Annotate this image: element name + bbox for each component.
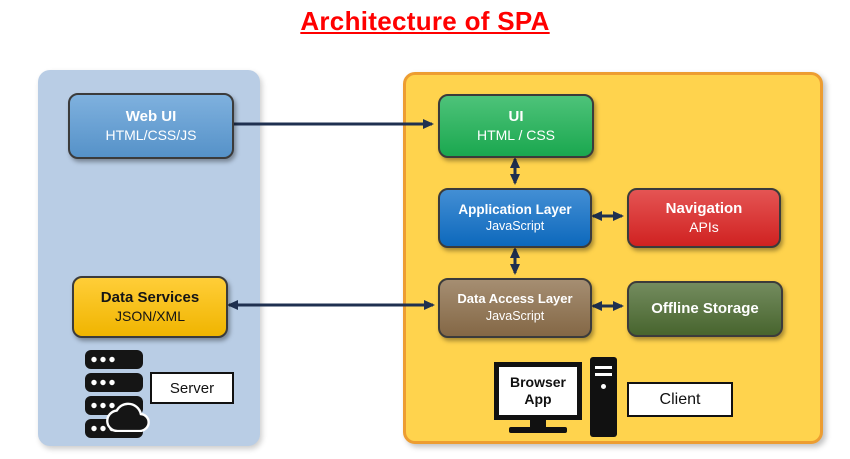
tower-power-dot <box>601 384 606 389</box>
application-layer-subtitle: JavaScript <box>485 219 545 234</box>
offline-storage-node: Offline Storage <box>627 281 783 337</box>
monitor-stand <box>530 420 546 427</box>
application-layer-title: Application Layer <box>458 201 572 217</box>
client-label: Client <box>627 382 733 417</box>
tower-slot <box>595 366 612 369</box>
ui-node: UI HTML / CSS <box>438 94 594 158</box>
ui-subtitle: HTML / CSS <box>476 127 556 144</box>
data-services-title: Data Services <box>100 289 200 307</box>
page-title: Architecture of SPA <box>300 6 550 36</box>
server-label: Server <box>150 372 234 404</box>
web-ui-node: Web UI HTML/CSS/JS <box>68 93 234 159</box>
navigation-title: Navigation <box>665 200 743 218</box>
browser-app-label: Browser App <box>494 362 582 420</box>
tower-slot <box>595 373 612 376</box>
ui-title: UI <box>508 108 524 126</box>
monitor-base <box>509 427 567 433</box>
offline-storage-title: Offline Storage <box>651 300 759 318</box>
browser-monitor-icon: Browser App <box>494 362 582 433</box>
data-services-subtitle: JSON/XML <box>114 308 185 325</box>
application-layer-node: Application Layer JavaScript <box>438 188 592 248</box>
data-access-layer-title: Data Access Layer <box>457 291 573 307</box>
computer-tower-icon <box>590 357 617 437</box>
cloud-icon <box>106 402 150 432</box>
data-access-layer-node: Data Access Layer JavaScript <box>438 278 592 338</box>
data-services-node: Data Services JSON/XML <box>72 276 228 338</box>
navigation-node: Navigation APIs <box>627 188 781 248</box>
navigation-subtitle: APIs <box>689 219 719 236</box>
data-access-layer-subtitle: JavaScript <box>485 309 545 324</box>
web-ui-subtitle: HTML/CSS/JS <box>105 127 197 144</box>
web-ui-title: Web UI <box>125 108 177 126</box>
